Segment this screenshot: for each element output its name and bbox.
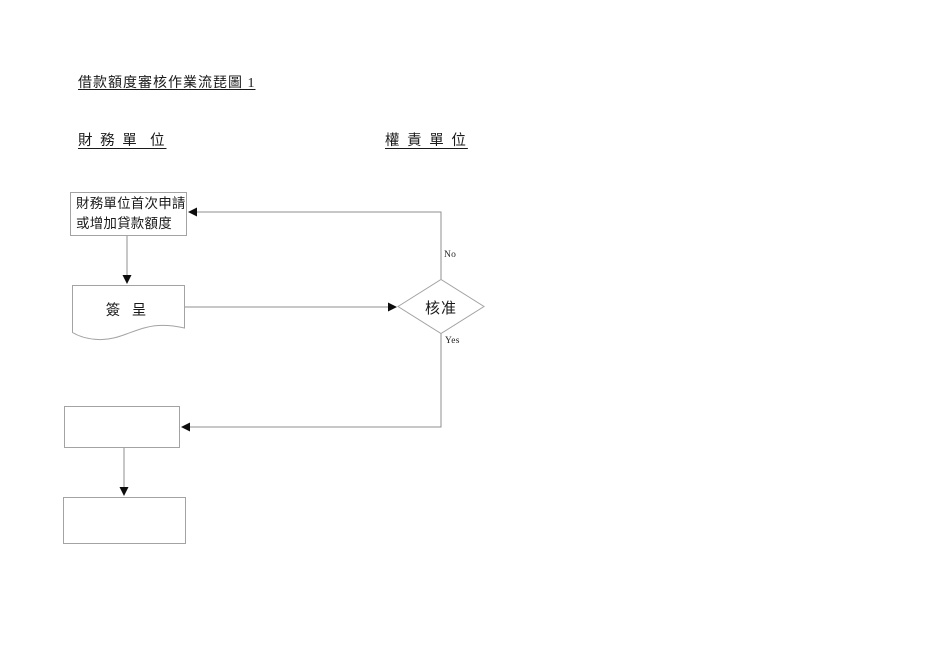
apply-box-label-line1: 財務單位首次申請 <box>76 196 186 211</box>
connector-no-branch <box>196 211 442 279</box>
empty-box-1-shape <box>64 406 180 448</box>
sign-doc-label: 簽 呈 <box>105 303 151 319</box>
approve-diamond-shape <box>397 278 485 335</box>
apply-box-shape <box>70 192 187 236</box>
edge-label-yes: Yes <box>445 336 460 346</box>
apply-box-label-line2: 或增加貸款額度 <box>76 215 172 231</box>
arrowhead-left-into-empty-box-1 <box>181 422 190 432</box>
arrowhead-left-into-apply-box <box>188 207 197 217</box>
page-title: 借款額度審核作業流琵圖 1 <box>78 76 256 91</box>
arrowhead-down-into-empty-box-2 <box>119 487 129 496</box>
column-header-authority-unit: 權 責 單 位 <box>385 133 468 149</box>
apply-box-label: 財務單位首次申請 或增加貸款額度 <box>76 194 186 233</box>
connector-yes-branch <box>189 333 442 428</box>
empty-box-2-shape <box>63 497 186 544</box>
sign-document-shape <box>72 285 185 341</box>
edge-label-no: No <box>444 250 457 260</box>
arrowhead-right-into-diamond <box>388 302 397 312</box>
column-header-finance-unit: 財 務 單 位 <box>78 133 167 149</box>
approve-diamond-label: 核准 <box>424 301 457 317</box>
arrowhead-down-into-sign-doc <box>122 275 132 284</box>
